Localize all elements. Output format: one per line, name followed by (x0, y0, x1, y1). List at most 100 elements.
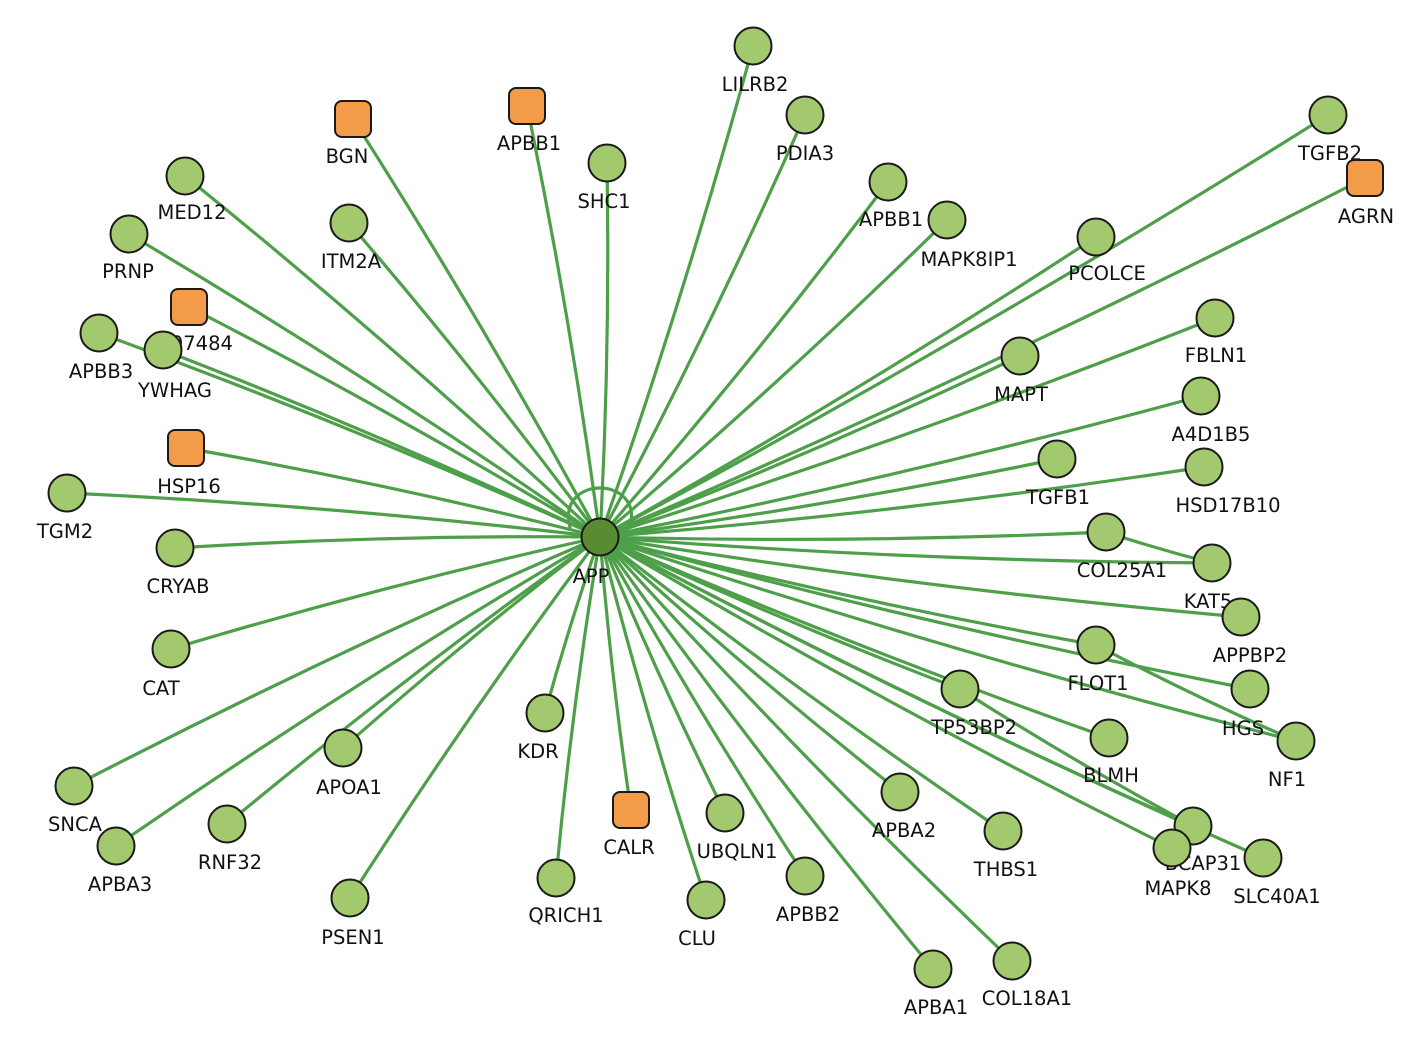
node-tgm2[interactable]: TGM2 (36, 473, 93, 544)
node-app[interactable]: APP (573, 517, 620, 589)
node-col18a1[interactable]: COL18A1 (982, 941, 1072, 1011)
node-circle-apba2[interactable] (880, 772, 920, 812)
node-cryab[interactable]: CRYAB (146, 528, 210, 599)
node-apoa1[interactable]: APOA1 (316, 728, 382, 800)
node-bgn[interactable]: BGN (326, 100, 372, 168)
node-apba3[interactable]: APBA3 (88, 826, 152, 897)
node-appbp2[interactable]: APPBP2 (1213, 597, 1287, 668)
node-circle-kdr[interactable] (525, 693, 565, 733)
node-circle-cat[interactable] (151, 629, 191, 669)
node-hsp16[interactable]: HSP16 (157, 429, 221, 498)
node-circle-apbb2[interactable] (785, 856, 825, 896)
node-circle-prnp[interactable] (109, 214, 149, 254)
node-kdr[interactable]: KDR (517, 693, 565, 764)
node-circle-a4d1b5[interactable] (1181, 376, 1221, 416)
node-circle-tgfb1[interactable] (1037, 439, 1077, 479)
node-circle-med12[interactable] (165, 156, 205, 196)
node-circle-apbb3[interactable] (79, 313, 119, 353)
node-pcolce[interactable]: PCOLCE (1068, 217, 1146, 286)
node-psen1[interactable]: PSEN1 (321, 878, 385, 950)
node-circle-col18a1[interactable] (992, 941, 1032, 981)
node-mapk8ip1[interactable]: MAPK8IP1 (920, 200, 1018, 272)
node-circle-pdia3[interactable] (785, 95, 825, 135)
node-circle-slc40a1[interactable] (1243, 838, 1283, 878)
node-apba1[interactable]: APBA1 (904, 949, 968, 1020)
node-slc40a1[interactable]: SLC40A1 (1233, 838, 1321, 909)
node-circle-ywhag[interactable] (143, 330, 183, 370)
node-rnf32[interactable]: RNF32 (198, 804, 262, 875)
node-apbb1[interactable]: APBB1 (859, 162, 923, 232)
node-apbb3[interactable]: APBB3 (69, 313, 133, 384)
node-circle-tgm2[interactable] (47, 473, 87, 513)
node-square-calr[interactable] (612, 791, 650, 829)
node-circle-flot1[interactable] (1076, 625, 1116, 665)
node-circle-psen1[interactable] (330, 878, 370, 918)
node-circle-fbln1[interactable] (1195, 298, 1235, 338)
node-circle-itm2a[interactable] (329, 203, 369, 243)
node-shc1[interactable]: SHC1 (577, 143, 631, 214)
node-circle-col25a1[interactable] (1086, 512, 1126, 552)
node-circle-lilrb2[interactable] (733, 26, 773, 66)
node-kat5[interactable]: KAT5 (1184, 543, 1233, 614)
node-tp53bp2[interactable]: TP53BP2 (930, 669, 1017, 740)
node-circle-qrich1[interactable] (536, 858, 576, 898)
node-circle-blmh[interactable] (1089, 718, 1129, 758)
node-circle-app[interactable] (580, 517, 620, 557)
node-hsd17b10[interactable]: HSD17B10 (1175, 447, 1281, 518)
node-circle-mapt[interactable] (1000, 336, 1040, 376)
node-circle-nf1[interactable] (1276, 721, 1316, 761)
node-itm2a[interactable]: ITM2A (321, 203, 382, 274)
node-circle-tp53bp2[interactable] (940, 669, 980, 709)
node-circle-rnf32[interactable] (207, 804, 247, 844)
node-square-hsp16[interactable] (167, 429, 205, 467)
node-apbb1-sq[interactable]: APBB1 (497, 87, 561, 155)
node-apba2[interactable]: APBA2 (872, 772, 936, 843)
node-snca[interactable]: SNCA (48, 766, 103, 837)
node-pdia3[interactable]: PDIA3 (776, 95, 834, 166)
node-circle-clu[interactable] (686, 880, 726, 920)
node-circle-snca[interactable] (54, 766, 94, 806)
node-hgs[interactable]: HGS (1222, 669, 1270, 741)
node-qrich1[interactable]: QRICH1 (528, 858, 604, 928)
node-circle-mapk8ip1[interactable] (927, 200, 967, 240)
node-circle-hgs[interactable] (1230, 669, 1270, 709)
node-apbb2[interactable]: APBB2 (776, 856, 840, 927)
node-circle-pcolce[interactable] (1076, 217, 1116, 257)
node-lilrb2[interactable]: LILRB2 (722, 26, 789, 97)
node-square-agrn[interactable] (1346, 159, 1384, 197)
node-circle-shc1[interactable] (587, 143, 627, 183)
node-med12[interactable]: MED12 (158, 156, 227, 225)
node-circle-apbb1[interactable] (868, 162, 908, 202)
node-cat[interactable]: CAT (142, 629, 191, 701)
node-square-bgn[interactable] (334, 100, 372, 138)
node-calr[interactable]: CALR (603, 791, 655, 859)
node-circle-mapk8[interactable] (1152, 828, 1192, 868)
node-thbs1[interactable]: THBS1 (973, 811, 1038, 882)
node-tgfb2[interactable]: TGFB2 (1297, 95, 1362, 166)
node-circle-kat5[interactable] (1192, 543, 1232, 583)
node-flot1[interactable]: FLOT1 (1067, 625, 1129, 696)
node-square-apbb1-sq[interactable] (508, 87, 546, 125)
node-mapt[interactable]: MAPT (994, 336, 1048, 407)
node-agrn[interactable]: AGRN (1338, 159, 1394, 228)
node-blmh[interactable]: BLMH (1083, 718, 1139, 788)
node-circle-apba3[interactable] (96, 826, 136, 866)
node-tgfb1[interactable]: TGFB1 (1025, 439, 1090, 510)
node-fbln1[interactable]: FBLN1 (1185, 298, 1247, 368)
node-circle-ubqln1[interactable] (705, 793, 745, 833)
node-clu[interactable]: CLU (678, 880, 726, 951)
node-circle-hsd17b10[interactable] (1184, 447, 1224, 487)
node-circle-appbp2[interactable] (1221, 597, 1261, 637)
node-circle-thbs1[interactable] (983, 811, 1023, 851)
node-col25a1[interactable]: COL25A1 (1077, 512, 1167, 583)
node-prnp[interactable]: PRNP (102, 214, 154, 284)
node-a4d1b5[interactable]: A4D1B5 (1172, 376, 1251, 447)
node-circle-cryab[interactable] (155, 528, 195, 568)
node-circle-tgfb2[interactable] (1308, 95, 1348, 135)
node-nf1[interactable]: NF1 (1268, 721, 1316, 792)
node-square-p97484[interactable] (170, 288, 208, 326)
node-ywhag[interactable]: YWHAG (137, 330, 212, 403)
node-circle-apoa1[interactable] (323, 728, 363, 768)
node-mapk8[interactable]: MAPK8 (1144, 828, 1212, 901)
node-ubqln1[interactable]: UBQLN1 (697, 793, 778, 864)
